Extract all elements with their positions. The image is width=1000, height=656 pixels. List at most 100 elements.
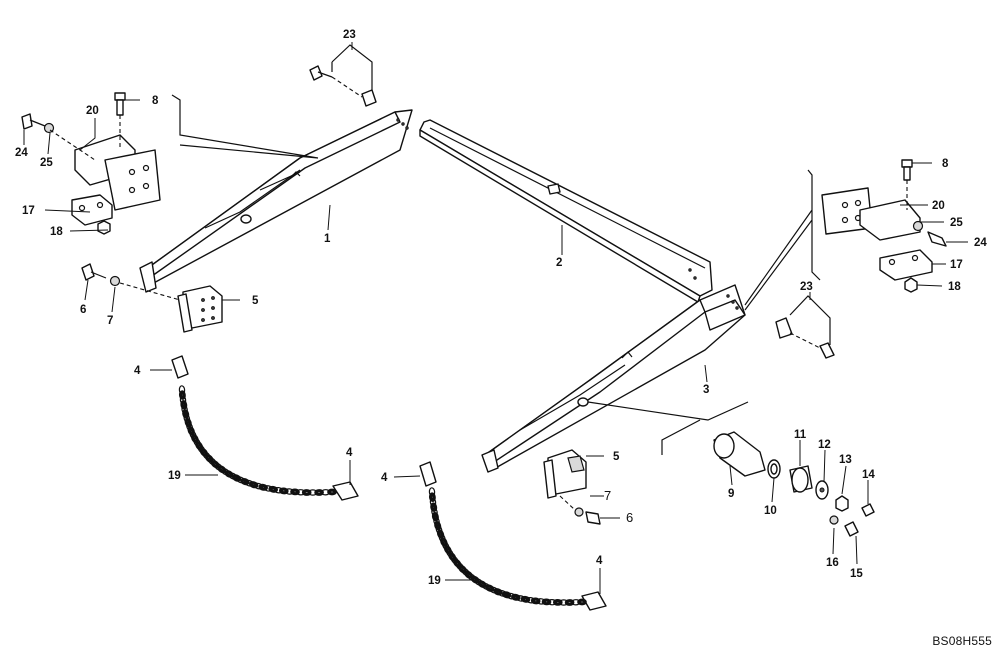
chain-link <box>431 507 438 517</box>
callout-13: 13 <box>839 454 852 466</box>
callout-4-chain-right: 4 <box>381 472 388 484</box>
right-nut <box>904 277 918 293</box>
callout-5-left: 5 <box>252 295 259 307</box>
leader-23-right-bracket <box>789 295 831 345</box>
callout-7-left: 7 <box>107 315 113 327</box>
callout-4-mid: 4 <box>346 447 353 459</box>
bracket-5-right <box>543 449 587 499</box>
chain-link <box>477 580 487 589</box>
chain-link <box>501 591 512 599</box>
chain-link <box>564 599 575 606</box>
chain-right <box>419 461 607 611</box>
callout-17-left: 17 <box>22 205 35 217</box>
callout-14: 14 <box>862 469 875 481</box>
chain-link <box>429 497 437 507</box>
chain-link <box>541 598 552 606</box>
callout-4-top-left: 4 <box>134 365 141 377</box>
callout-7-right: 7 <box>604 488 611 503</box>
leader-bracket-left <box>171 94 319 159</box>
chain-link <box>244 479 254 487</box>
leader-23-left <box>331 76 363 98</box>
chain-link <box>428 492 436 502</box>
callout-16: 16 <box>826 557 839 569</box>
drawing-code: BS08H555 <box>932 634 992 648</box>
callout-25-right: 25 <box>950 217 963 229</box>
callout-6-left: 6 <box>80 304 86 316</box>
left-nut <box>97 220 111 235</box>
chain-link <box>187 426 195 436</box>
chain-link <box>530 597 541 605</box>
chain-link <box>511 593 521 601</box>
chain-link <box>431 511 439 522</box>
callout-9: 9 <box>728 488 734 500</box>
leader-bolt-6-7-right <box>559 495 576 511</box>
chain-left <box>171 355 359 501</box>
callout-19-right: 19 <box>428 575 441 587</box>
left-arm <box>139 109 413 293</box>
bolt-6-7-right <box>574 507 601 525</box>
bracket-5-left <box>177 285 223 333</box>
right-mount-plate-assembly <box>821 159 947 293</box>
callout-3: 3 <box>703 384 709 396</box>
callout-18-right: 18 <box>948 281 961 293</box>
chain-link <box>436 529 445 539</box>
leader-pivot-line <box>587 401 749 455</box>
chain-link <box>577 598 587 606</box>
chain-link <box>433 516 440 526</box>
chain-link <box>525 596 536 604</box>
bolt-6-7-left <box>81 263 121 287</box>
leader-23-left-bracket <box>331 44 373 90</box>
chain-link <box>485 584 495 592</box>
callout-20-right: 20 <box>932 200 945 212</box>
chain-link <box>430 502 438 512</box>
callout-25-left: 25 <box>40 157 53 169</box>
callout-1: 1 <box>324 233 331 245</box>
callout-24-right: 24 <box>974 237 987 249</box>
chain-link <box>179 395 187 405</box>
callout-10: 10 <box>764 505 777 517</box>
chain-link <box>520 595 531 603</box>
callout-23-left: 23 <box>343 29 356 41</box>
chain-link <box>253 482 264 490</box>
chain-link <box>428 487 436 497</box>
callout-18-left: 18 <box>50 226 63 238</box>
chain-link <box>184 418 192 428</box>
callout-17-right: 17 <box>950 259 963 271</box>
chain-link <box>178 390 186 400</box>
chain-link <box>240 477 250 486</box>
callout-8-right: 8 <box>942 158 949 170</box>
chain-link <box>268 485 278 493</box>
chain-link <box>232 474 242 482</box>
callout-20-left: 20 <box>86 105 99 117</box>
chain-link <box>182 409 190 419</box>
chain-link <box>301 489 312 496</box>
callout-11: 11 <box>794 429 807 441</box>
chain-link <box>181 404 188 415</box>
chain-link <box>236 476 246 484</box>
chain-link <box>248 481 259 489</box>
callout-23-right: 23 <box>800 281 813 293</box>
chain-links <box>178 385 587 606</box>
callout-numbers: 1 2 3 5 5 8 8 17 17 18 18 20 20 25 24 24… <box>15 29 987 587</box>
chain-link <box>327 488 337 496</box>
chain-link <box>553 598 563 606</box>
callout-2: 2 <box>556 257 562 269</box>
chain-link <box>290 488 300 496</box>
callout-leaders <box>23 42 968 594</box>
callout-19-left: 19 <box>168 470 181 482</box>
chain-link <box>178 385 186 395</box>
cross-beam <box>419 119 713 303</box>
leader-left-bolt-24 <box>49 129 96 161</box>
chain-link <box>497 589 507 597</box>
pin-23-right <box>775 317 835 359</box>
callout-12: 12 <box>818 439 831 451</box>
callout-8-left: 8 <box>152 95 159 107</box>
callout-15: 15 <box>850 568 863 580</box>
left-mount-plate-assembly <box>21 92 161 235</box>
pin-23-left <box>309 65 377 107</box>
callout-4-bottom: 4 <box>596 555 603 567</box>
chain-link <box>314 489 324 496</box>
callout-6-right: 6 <box>626 510 633 525</box>
callout-24-left: 24 <box>15 147 28 159</box>
